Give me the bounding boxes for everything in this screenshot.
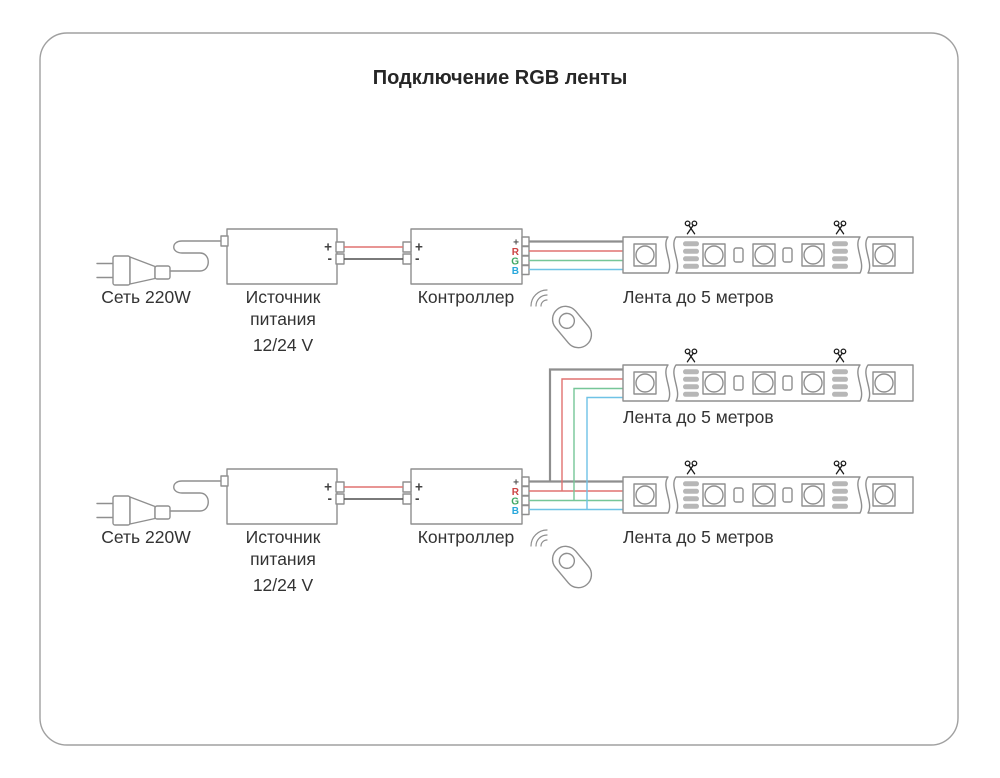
led-strip <box>623 461 913 513</box>
wire-out-g-branch <box>529 387 623 502</box>
diagram-row-dual-strip-left: + - + - + R G B Сеть 220W Источник питан… <box>96 468 598 595</box>
wire-out-r-branch <box>529 378 623 492</box>
psu-label-line2: питания <box>250 549 316 569</box>
mains-label: Сеть 220W <box>101 287 191 307</box>
controller-plus-label: + <box>415 240 423 255</box>
controller-out-b-label: B <box>512 266 519 277</box>
controller-out-r-label: R <box>512 487 520 498</box>
controller-out-b-label: B <box>512 506 519 517</box>
controller-out-r-label: R <box>512 247 520 258</box>
psu-minus-label: - <box>328 251 333 266</box>
wire-out-b-branch <box>529 396 623 511</box>
power-plug-icon <box>96 240 222 286</box>
page-border <box>39 32 959 746</box>
controller-label: Контроллер <box>418 287 515 307</box>
psu-plus-label: + <box>324 480 332 495</box>
psu-label-line1: Источник <box>246 527 321 547</box>
controller-box <box>402 468 530 525</box>
strip-label: Лента до 5 метров <box>623 527 774 547</box>
psu-label-line1: Источник <box>246 287 321 307</box>
power-supply-box <box>220 228 345 285</box>
controller-out-plus-label: + <box>513 478 519 489</box>
wire-out-plus-branch <box>529 368 623 483</box>
page-title: Подключение RGB ленты <box>373 67 628 89</box>
controller-out-g-label: G <box>511 497 519 508</box>
psu-plus-label: + <box>324 240 332 255</box>
power-supply-box <box>220 468 345 525</box>
psu-minus-label: - <box>328 491 333 506</box>
strip-label: Лента до 5 метров <box>623 287 774 307</box>
psu-voltage-label: 12/24 V <box>253 335 314 355</box>
strip-label: Лента до 5 метров <box>623 407 774 427</box>
diagram-row-dual-strip-right: Лента до 5 метров Лента до 5 метров <box>529 349 913 547</box>
controller-box <box>402 228 530 285</box>
controller-minus-label: - <box>415 251 420 266</box>
diagram-row-single-strip: + - + - + R G B Сеть 220W Источник питан… <box>96 221 913 355</box>
controller-out-g-label: G <box>511 257 519 268</box>
controller-out-plus-label: + <box>513 238 519 249</box>
controller-plus-label: + <box>415 480 423 495</box>
controller-label: Контроллер <box>418 527 515 547</box>
mains-label: Сеть 220W <box>101 527 191 547</box>
psu-voltage-label: 12/24 V <box>253 575 314 595</box>
controller-minus-label: - <box>415 491 420 506</box>
led-strip <box>623 349 913 401</box>
remote-control-icon <box>530 529 598 594</box>
psu-label-line2: питания <box>250 309 316 329</box>
power-plug-icon <box>96 480 222 526</box>
led-strip <box>623 221 913 273</box>
remote-control-icon <box>530 289 598 354</box>
